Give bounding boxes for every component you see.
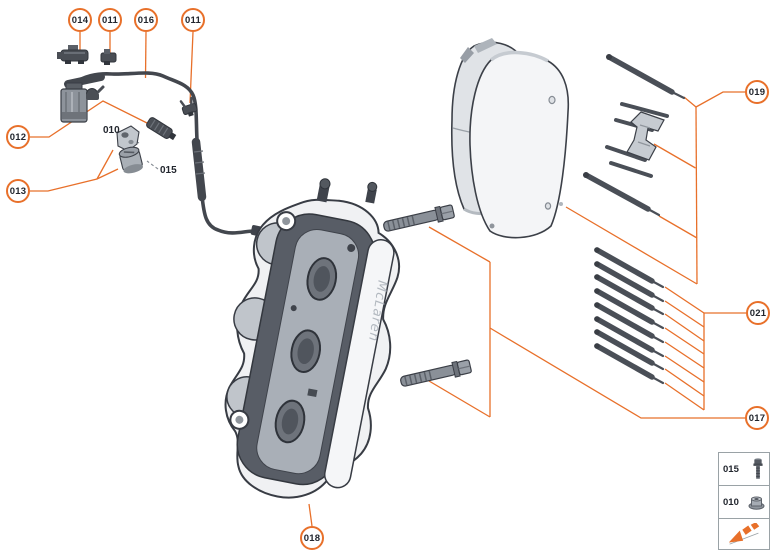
damper-bushing [118,146,143,174]
clip-011-right [179,96,198,117]
legend-row-nut: 010 [719,486,769,519]
knurled-adapter [146,117,177,141]
callout-014-label: 014 [71,14,89,26]
clip-014 [57,45,89,64]
callout-013[interactable]: 013 [6,179,30,203]
callout-011-left-label: 011 [102,14,118,26]
pad-retaining-pin-top [606,54,686,100]
brake-caliper: McLaren [224,178,400,499]
pin-set [594,247,665,385]
callout-021-label: 021 [749,307,767,319]
callout-018-label: 018 [303,532,321,544]
leader-lines [30,31,747,527]
callout-012[interactable]: 012 [6,125,30,149]
flanged-nut-icon [748,496,765,510]
callout-018[interactable]: 018 [300,526,324,550]
callout-013-label: 013 [9,185,27,197]
pad-spring-kit [605,102,669,178]
caliper-bridge-openings [274,257,338,444]
legend-row-direction [719,519,769,549]
bolt-icon [753,458,763,479]
callout-017-label: 017 [748,412,766,424]
sensor-clip [86,85,105,100]
legend-label-010: 010 [723,496,739,508]
callout-014[interactable]: 014 [68,8,92,32]
callout-019[interactable]: 019 [745,80,769,104]
brake-pad-outer [469,50,570,239]
legend-label-015: 015 [723,463,739,475]
callout-011-right[interactable]: 011 [181,8,205,32]
callout-019-label: 019 [748,86,766,98]
legend-row-bolt: 015 [719,453,769,486]
inline-label-010: 010 [103,125,120,136]
clip-011-left [100,49,117,65]
callout-011-right-label: 011 [185,14,201,26]
guide-bolt-bottom [400,359,472,387]
callout-016[interactable]: 016 [134,8,158,32]
callout-012-label: 012 [9,131,27,143]
guide-bolt-top [383,204,455,232]
callout-017[interactable]: 017 [745,406,769,430]
wear-sensor [60,82,88,123]
callout-021[interactable]: 021 [746,301,770,325]
bleeder-pins [316,178,378,204]
mounting-bracket [116,125,140,152]
inline-label-015: 015 [160,165,177,176]
callout-016-label: 016 [137,14,155,26]
direction-arrow-icon [728,523,760,545]
pad-retaining-pin-bottom [583,172,661,217]
callout-011-left[interactable]: 011 [98,8,122,32]
legend-box: 015 010 [718,452,770,550]
